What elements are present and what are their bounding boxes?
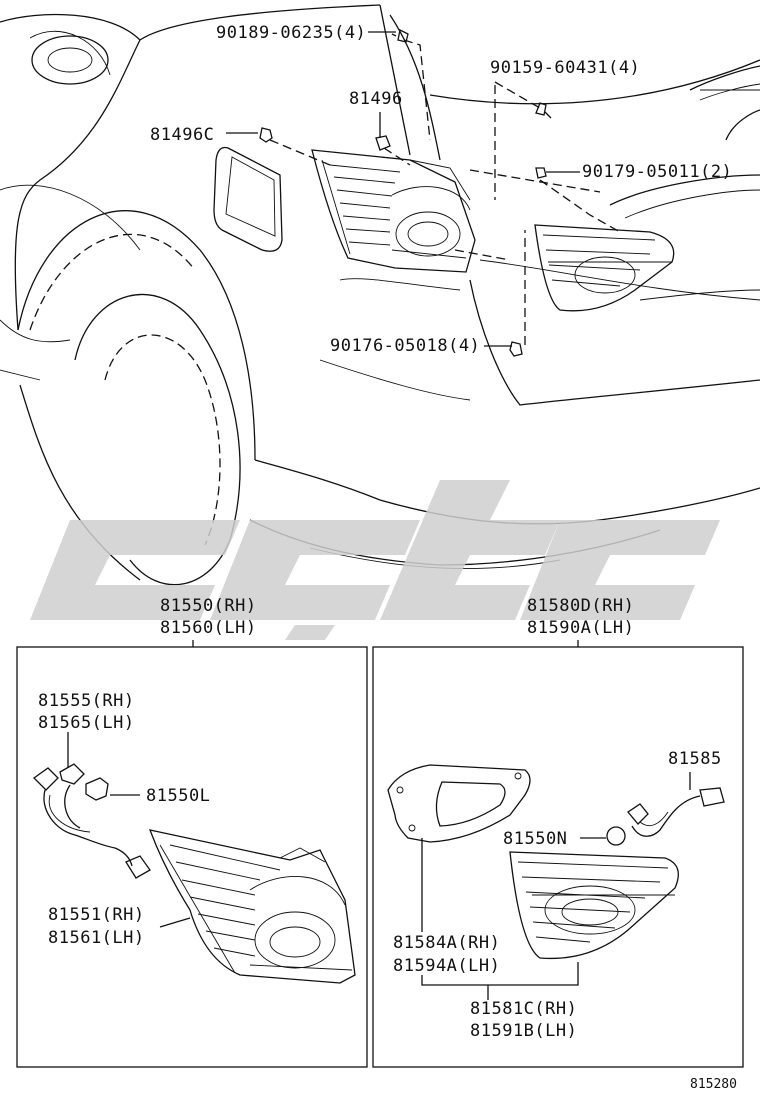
right-assembly-rh: 81580D(RH) [527,596,634,616]
leader-lines-vehicle [226,31,621,347]
left-socket-lh: 81565(LH) [38,713,135,733]
right-gasket-lh: 81594A(LH) [393,956,500,976]
right-socket-drawing [606,787,725,846]
right-assembly-box [372,646,744,1068]
leader-lines-left [67,732,191,928]
right-lens-lh: 81591B(LH) [470,1021,577,1041]
left-assembly-rh: 81550(RH) [160,596,257,616]
watermark-logo [30,480,720,640]
left-lens-rh: 81551(RH) [48,905,145,925]
part-number-grommet-c: 81496C [150,125,214,145]
right-gasket-rh: 81584A(RH) [393,933,500,953]
right-lens-drawing [509,851,679,960]
fastener-drawings [259,29,552,357]
left-socket-rh: 81555(RH) [38,691,135,711]
part-number-clip: 90179-05011(2) [582,162,732,182]
right-socket: 81585 [668,749,722,769]
part-number-grommet: 81496 [349,89,403,109]
left-lens-lh: 81561(LH) [48,928,145,948]
part-number-screw: 90159-60431(4) [490,58,640,78]
tail-lamp-installed-drawing [311,149,675,312]
diagram-reference-number: 815280 [690,1077,737,1092]
left-bulb: 81550L [146,786,210,806]
left-lens-drawing [148,829,356,984]
vehicle-body-drawing [0,4,760,586]
left-socket-drawing [32,763,151,879]
left-assembly-box [16,646,368,1068]
left-assembly-lh: 81560(LH) [160,618,257,638]
leader-lines-right [421,772,691,1000]
right-assembly-lh: 81590A(LH) [527,618,634,638]
right-lens-rh: 81581C(RH) [470,999,577,1019]
right-gasket-drawing [387,764,531,843]
callout-labels: 90189-06235(4) 90159-60431(4) 81496 8149… [38,23,737,1092]
part-number-bolt: 90189-06235(4) [216,23,366,43]
right-bulb: 81550N [503,829,567,849]
part-number-nut: 90176-05018(4) [330,336,480,356]
